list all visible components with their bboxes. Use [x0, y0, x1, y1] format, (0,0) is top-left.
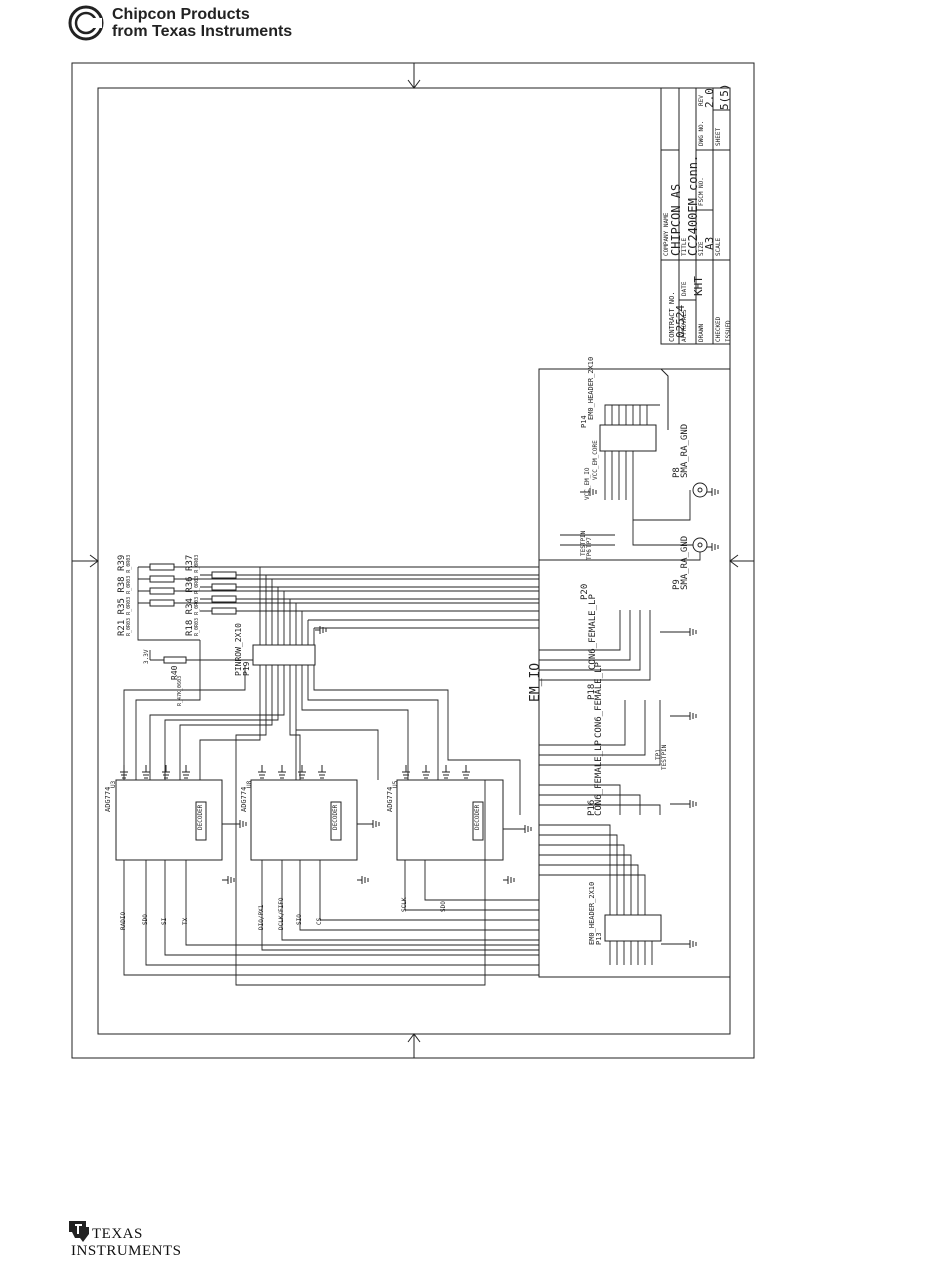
approvals-label: APPROVALS — [681, 309, 688, 342]
switch-u8-net-1: DIO/PX1 — [258, 904, 265, 930]
testpin-tp1-name: TESTPIN — [661, 744, 668, 770]
switch-u8-part: ADG774 — [240, 786, 248, 812]
switch-u8-net-2: DCLK/FIFO — [278, 897, 285, 930]
checked-label: CHECKED — [715, 316, 722, 342]
connector-p16-name: CON6_FEMALE_LP — [594, 740, 604, 816]
em-io-label: EM_IO — [528, 662, 543, 702]
drawn-by: KHT — [692, 276, 705, 296]
supply-label-r40: 3.3V — [143, 649, 150, 664]
switch-u5 — [396, 779, 504, 861]
switch-u8-decoder: DECODER — [332, 804, 339, 830]
switch-u5-part: ADG774 — [386, 786, 394, 812]
sma-p9-name: SMA_RA_GND — [680, 535, 690, 590]
pinrow-ref: P19 — [242, 661, 251, 676]
ti-logo-line-2: INSTRUMENTS — [71, 1243, 182, 1259]
connector-p20-name: CON6_FEMALE_LP — [588, 594, 598, 670]
connector-p13-name: EM0_HEADER_2X10 — [588, 881, 596, 945]
switch-u3-part: ADG774 — [104, 786, 112, 812]
issued-label: ISSUED — [725, 320, 732, 342]
pinrow-p19 — [252, 644, 316, 666]
brand-line-1: Chipcon Products — [112, 6, 250, 23]
resistor-group-2-values: R_0R03 R_0R03 R_0R03 R_0R03 — [194, 554, 200, 636]
connector-p14-name: EM0_HEADER_2X10 — [587, 356, 595, 420]
ti-logo: TEXAS INSTRUMENTS — [66, 1218, 206, 1264]
em-io-block — [538, 368, 731, 978]
switch-u3-net-4: TX — [182, 917, 189, 925]
switch-u3-net-2: SDO — [142, 914, 149, 925]
switch-u3-net-3: SI — [161, 917, 168, 925]
drawn-label: DRAWN — [698, 323, 705, 342]
header-p13 — [604, 914, 662, 942]
switch-u5-ref: U5 — [392, 780, 399, 788]
chipcon-c-icon — [68, 5, 104, 41]
outer-frame — [71, 62, 755, 1059]
switch-u8-net-3: SIO — [296, 914, 303, 925]
ti-logo-line-1: TEXAS — [92, 1226, 143, 1242]
switch-u8-net-4: CS — [316, 917, 323, 925]
switch-u3-ref: U3 — [110, 780, 117, 788]
vcc-em-core-label: VCC_EM_CORE — [592, 440, 599, 480]
brand-text: Chipcon Products from Texas Instruments — [112, 6, 292, 40]
switch-u3-decoder: DECODER — [197, 804, 204, 830]
testpin-tp6-ref: TP6 — [586, 549, 593, 560]
rev-value: 2.0 — [703, 88, 716, 108]
switch-u5-net-1: SCLK — [401, 897, 408, 912]
switch-u8 — [250, 779, 358, 861]
sheet-value: 5(5) — [718, 83, 731, 111]
dwg-label: DWG NO. — [698, 120, 705, 146]
switch-u8-ref: U8 — [246, 780, 253, 788]
date-label: DATE — [681, 281, 688, 296]
switch-u3-net-1: RADIO — [120, 911, 127, 930]
sheet-label: SHEET — [715, 127, 722, 146]
header-p14 — [599, 424, 657, 452]
resistor-group-1-values: R_0R03 R_0R03 R_0R03 R_0R03 — [126, 554, 132, 636]
switch-u3 — [115, 779, 223, 861]
connector-p13-ref: P13 — [595, 932, 603, 945]
vcc-em-io-label: VCC_EM_IO — [584, 467, 591, 500]
brand-line-2: from Texas Instruments — [112, 23, 293, 40]
testpin-tp7-ref: TP7 — [586, 537, 593, 548]
chipcon-logo: Chipcon Products from Texas Instruments — [68, 4, 328, 42]
ti-state-icon — [69, 1221, 89, 1242]
fscm-label: FSCM NO. — [698, 177, 705, 206]
switch-u5-net-2: SDO — [440, 901, 447, 912]
scale-label: SCALE — [715, 237, 722, 256]
switch-u5-decoder: DECODER — [474, 804, 481, 830]
sma-p8-name: SMA_RA_GND — [680, 423, 690, 478]
testpin-tp7-name: TESTPIN — [580, 530, 587, 556]
connector-p18-name: CON6_FEMALE_LP — [594, 662, 604, 738]
r40-value: R_47K_0603 — [177, 675, 183, 706]
